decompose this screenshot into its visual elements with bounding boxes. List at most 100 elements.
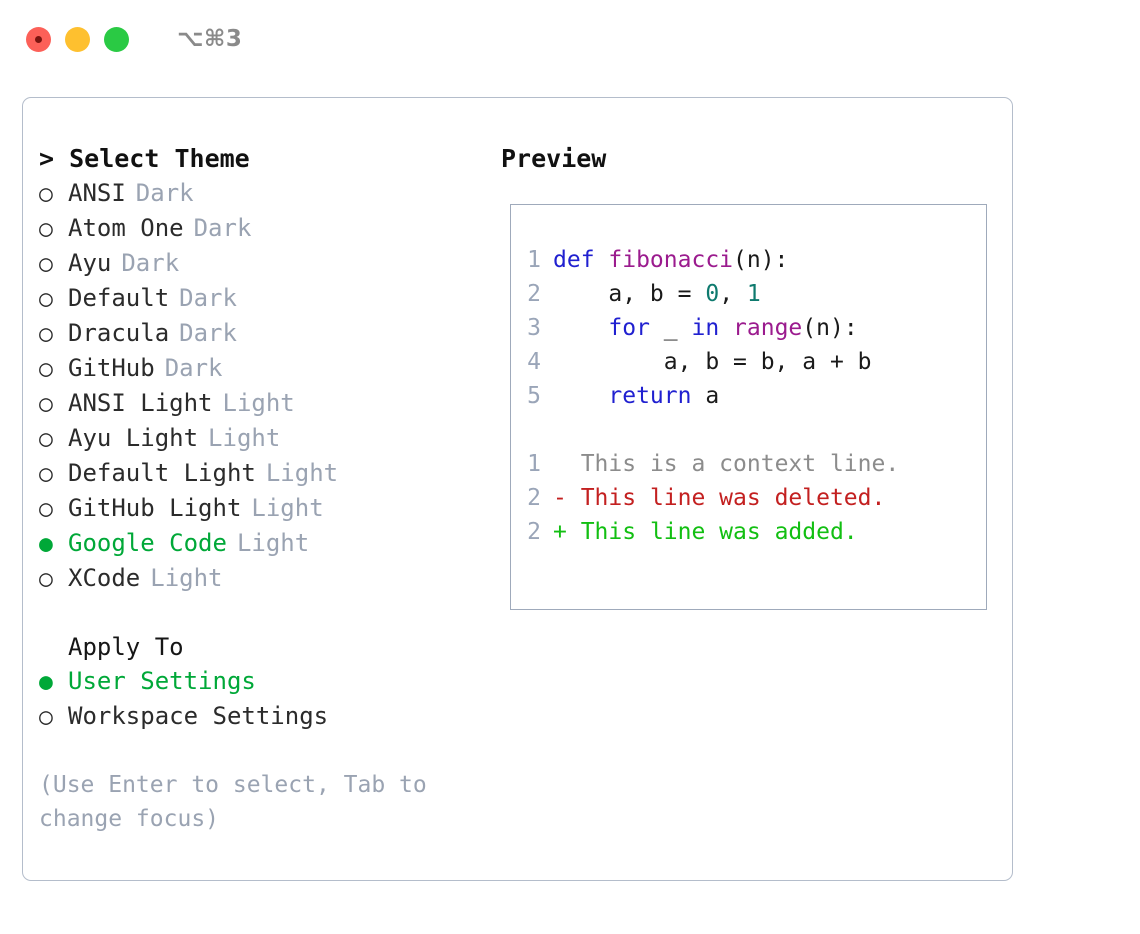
radio-unselected-icon: ○ [39, 356, 53, 382]
theme-option-ayu-light[interactable]: ○ Ayu Light Light [39, 421, 501, 456]
code-token-plain: _ [649, 315, 692, 341]
code-token-kw: in [691, 315, 720, 341]
radio-unselected-icon: ○ [39, 461, 53, 487]
theme-option-kind: Light [208, 424, 281, 452]
radio-unselected-icon: ○ [39, 704, 53, 730]
diff-line: 1 This is a context line. [523, 447, 986, 481]
code-token-plain: (n): [802, 315, 858, 341]
theme-option-default-light[interactable]: ○ Default Light Light [39, 456, 501, 491]
radio-unselected-icon: ○ [39, 286, 53, 312]
diff-marker: + [553, 519, 567, 545]
list-spacer [39, 596, 501, 630]
code-token-plain [553, 315, 608, 341]
diff-marker [553, 447, 567, 481]
code-token-plain: , [719, 281, 747, 307]
radio-selected-icon: ● [39, 669, 53, 695]
radio-unselected-icon: ○ [39, 391, 53, 417]
code-line: 5 return a [523, 379, 986, 413]
line-number: 2 [527, 485, 541, 511]
code-token-fn: fibonacci [608, 247, 734, 273]
maximize-button[interactable] [104, 26, 129, 52]
radio-unselected-icon: ○ [39, 216, 53, 242]
code-line-text: for _ in range(n): [553, 311, 858, 345]
keyboard-shortcut-label: ⌥⌘3 [177, 26, 243, 52]
apply-to-option-label: Workspace Settings [68, 702, 329, 730]
theme-option-label: ANSI [68, 179, 126, 207]
theme-option-kind: Light [236, 529, 310, 557]
apply-to-option-label: User Settings [68, 667, 256, 695]
theme-option-atom-one[interactable]: ○ Atom One Dark [39, 211, 501, 246]
diff-line: 2 + This line was added. [523, 515, 986, 549]
code-token-kw: return [608, 383, 692, 409]
line-number: 2 [527, 281, 541, 307]
theme-option-label: Default Light [68, 459, 256, 487]
theme-option-label: Google Code [68, 529, 227, 557]
code-token-kw: def [553, 247, 609, 273]
code-token-num: 1 [746, 281, 761, 307]
code-token-plain: a [691, 383, 720, 409]
theme-option-label: Default [68, 284, 170, 312]
code-line-text: a, b = 0, 1 [553, 277, 761, 311]
theme-option-label: GitHub Light [68, 494, 242, 522]
code-diff-spacer [523, 413, 986, 447]
diff-line-text: This line was added. [566, 519, 858, 545]
close-button[interactable] [26, 26, 51, 52]
theme-option-kind: Light [150, 564, 223, 592]
theme-option-google-code[interactable]: ● Google Code Light [39, 526, 501, 561]
radio-unselected-icon: ○ [39, 426, 53, 452]
code-line-text: a, b = b, a + b [553, 345, 872, 379]
radio-unselected-icon: ○ [39, 181, 53, 207]
radio-selected-icon: ● [39, 531, 53, 557]
diff-sample: 1 This is a context line. 2- This line wa… [523, 447, 986, 549]
window-controls [26, 26, 129, 52]
code-token-plain [553, 383, 608, 409]
apply-to-list[interactable]: ● User Settings ○ Workspace Settings [39, 664, 501, 734]
diff-line-text: This line was deleted. [566, 485, 886, 511]
minimize-button[interactable] [65, 26, 90, 52]
code-token-num: 0 [705, 281, 720, 307]
theme-option-kind: Light [251, 494, 324, 522]
diff-line-text: This is a context line. [566, 451, 900, 477]
theme-option-label: GitHub [68, 354, 155, 382]
theme-option-label: Ayu Light [68, 424, 199, 452]
theme-option-label: Atom One [68, 214, 184, 242]
code-line: 1 def fibonacci(n): [523, 243, 986, 277]
code-token-plain [719, 315, 733, 341]
code-line: 4 a, b = b, a + b [523, 345, 986, 379]
line-number: 5 [527, 383, 541, 409]
diff-marker: - [553, 485, 567, 511]
theme-option-kind: Dark [193, 214, 252, 242]
theme-option-kind: Light [265, 459, 339, 487]
theme-option-label: Dracula [68, 319, 170, 347]
line-number: 4 [527, 349, 541, 375]
apply-to-option-workspace-settings[interactable]: ○ Workspace Settings [39, 699, 501, 734]
preview-heading: Preview [501, 144, 607, 173]
line-number: 1 [527, 451, 541, 477]
theme-option-kind: Dark [179, 284, 237, 312]
radio-unselected-icon: ○ [39, 566, 53, 592]
code-line: 2 a, b = 0, 1 [523, 277, 986, 311]
code-token-plain: (n): [733, 247, 789, 273]
line-number: 2 [527, 519, 541, 545]
code-token-plain: a, b = b, a + b [553, 349, 872, 375]
theme-option-label: Ayu [68, 249, 112, 277]
apply-to-option-user-settings[interactable]: ● User Settings [39, 664, 501, 699]
keyboard-hint-text: (Use Enter to select, Tab to change focu… [39, 772, 427, 832]
theme-option-default[interactable]: ○ Default Dark [39, 281, 501, 316]
line-number: 1 [527, 247, 541, 273]
code-line-text: def fibonacci(n): [553, 243, 788, 277]
